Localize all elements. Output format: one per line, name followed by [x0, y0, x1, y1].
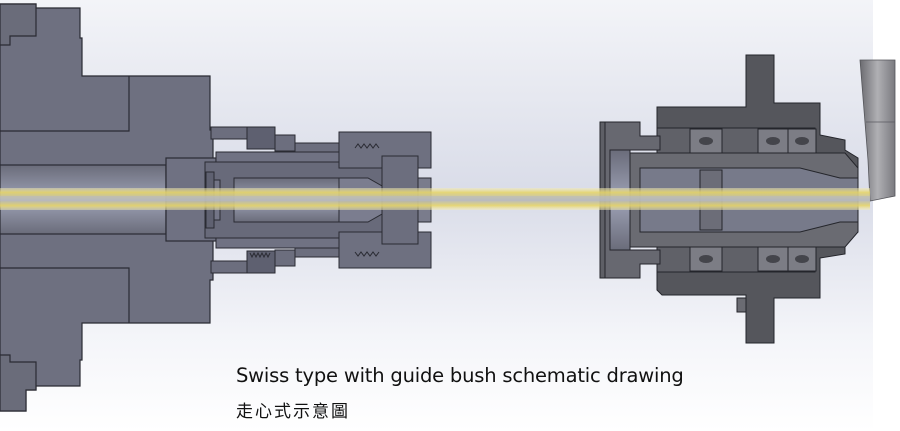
caption-chinese: 走心式示意圖 [236, 402, 350, 422]
cutting-tool [859, 59, 896, 202]
caption-english: Swiss type with guide bush schematic dra… [236, 364, 684, 387]
